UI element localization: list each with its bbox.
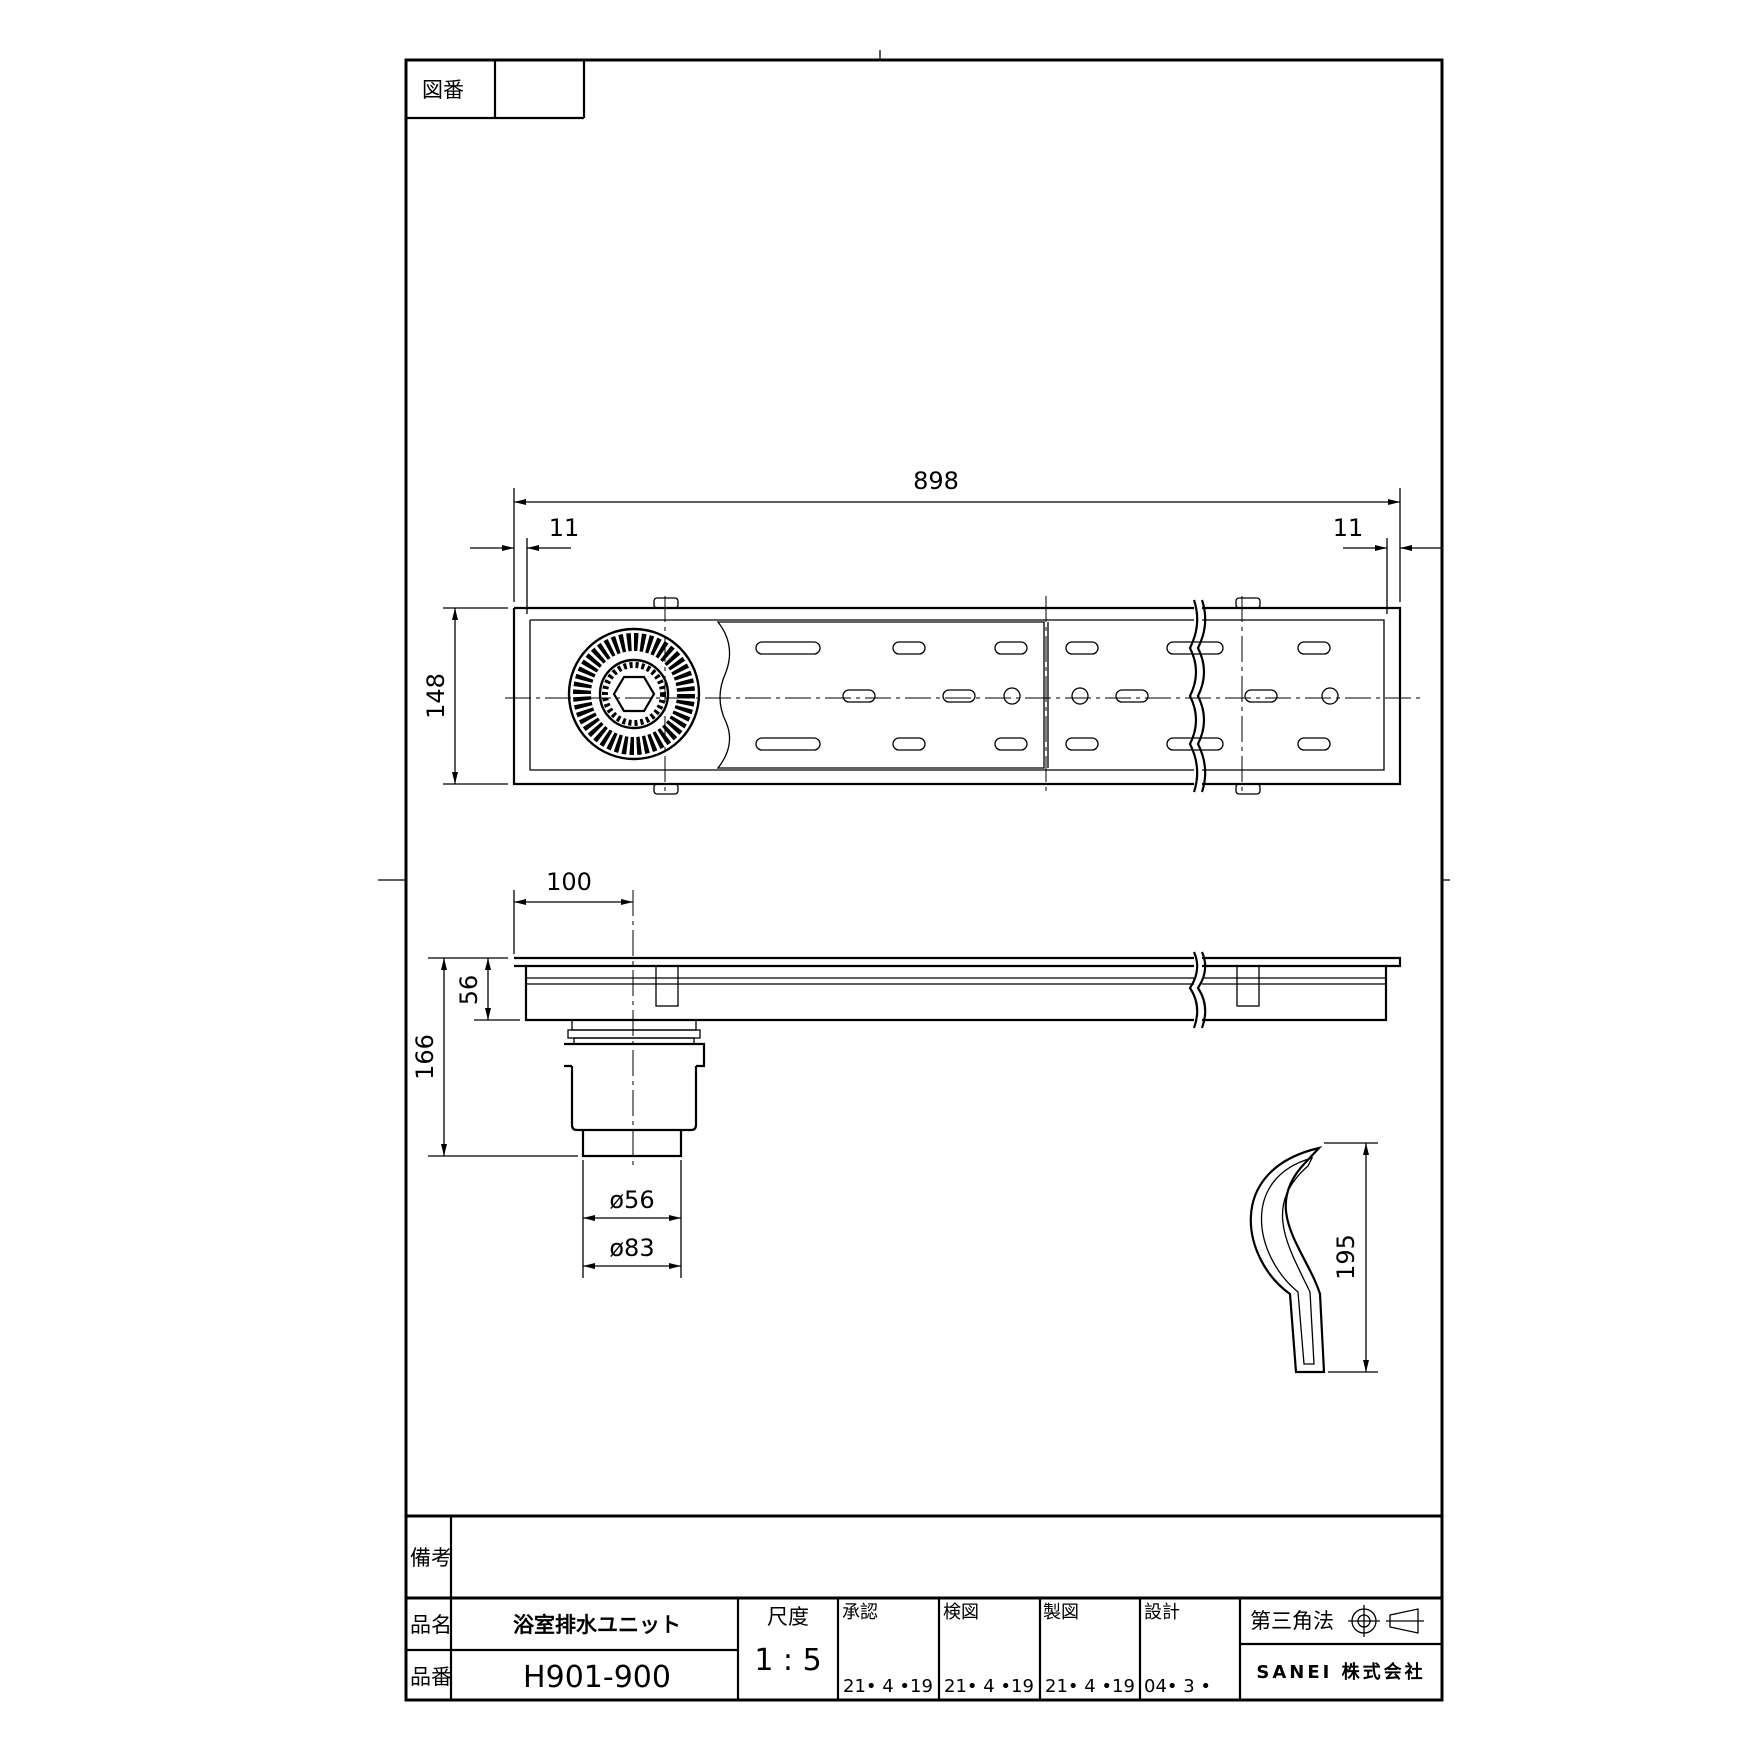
top-view [505, 596, 1420, 796]
approved-label: 承認 [842, 1602, 878, 1623]
dim-width: 148 [422, 673, 450, 719]
dim-tool-length: 195 [1332, 1234, 1360, 1280]
design-date: 04• 3 • [1144, 1676, 1211, 1697]
projection-label: 第三角法 [1250, 1609, 1334, 1633]
approved-date: 21• 4 •19 [843, 1676, 933, 1697]
title-block: 備考 品名 浴室排水ユニット 品番 H901-900 尺度 1 : 5 承認 2… [406, 1514, 1442, 1700]
scale-label: 尺度 [767, 1605, 809, 1629]
dim-overall-depth: 166 [411, 1034, 439, 1080]
name-label: 品名 [410, 1613, 452, 1637]
checked-date: 21• 4 •19 [944, 1676, 1034, 1697]
company-name: SANEI 株式会社 [1256, 1661, 1425, 1683]
dim-outlet-offset: 100 [546, 868, 592, 896]
dimensions: 898 11 11 148 100 56 166 ø56 [411, 467, 1442, 1373]
side-view [514, 890, 1402, 1170]
drawn-label: 製図 [1043, 1602, 1079, 1623]
drawing-number-box: 図番 [406, 60, 586, 120]
dim-body-depth: 56 [455, 975, 483, 1006]
key-tool [1249, 1146, 1326, 1374]
dim-pipe-inner: ø56 [609, 1186, 654, 1214]
dim-pipe-outer: ø83 [609, 1234, 654, 1262]
product-name: 浴室排水ユニット [513, 1613, 681, 1637]
design-label: 設計 [1144, 1602, 1180, 1623]
dim-end-right: 11 [1333, 514, 1364, 542]
remarks-label: 備考 [410, 1546, 452, 1570]
checked-label: 検図 [943, 1602, 979, 1623]
part-number: H901-900 [523, 1660, 671, 1695]
dim-length-overall: 898 [913, 467, 959, 495]
drawing-number-label: 図番 [422, 78, 464, 102]
drain-strainer [567, 627, 701, 761]
part-label: 品番 [410, 1665, 452, 1689]
scale-value: 1 : 5 [754, 1643, 821, 1678]
dim-end-left: 11 [549, 514, 580, 542]
third-angle-projection-icon [1348, 1605, 1424, 1637]
drawn-date: 21• 4 •19 [1045, 1676, 1135, 1697]
